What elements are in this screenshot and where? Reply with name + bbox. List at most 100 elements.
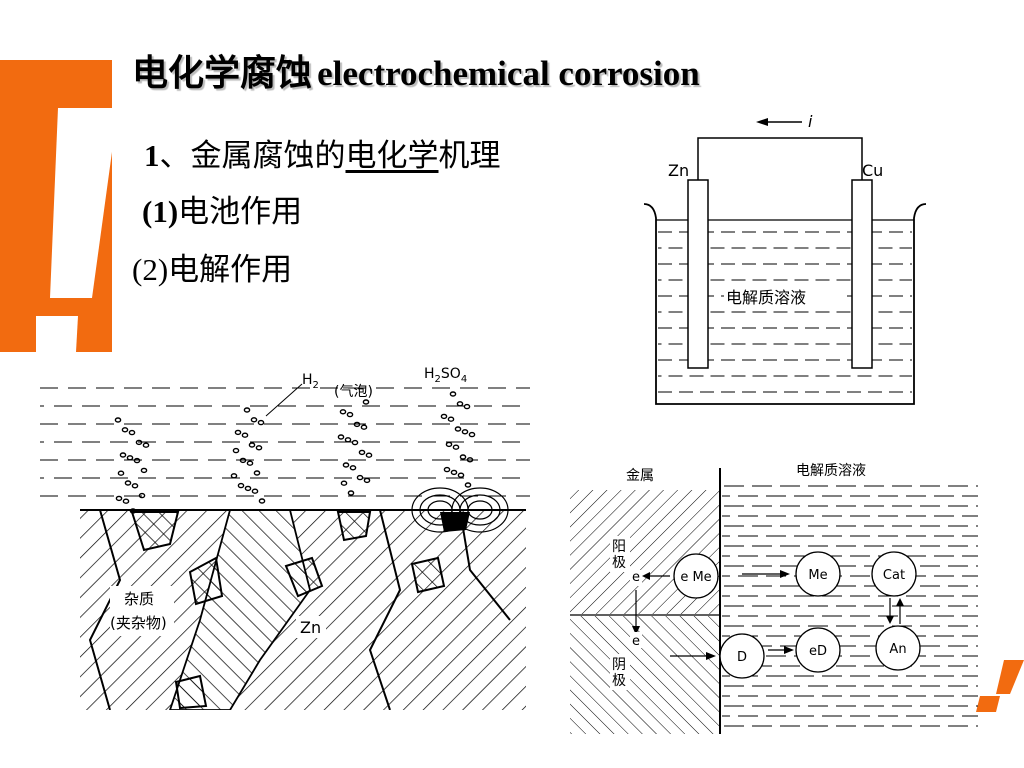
bubble	[115, 495, 123, 502]
subpoint-1-number: (1)	[142, 194, 179, 229]
impurity-inclusion	[130, 511, 180, 552]
electron-bottom-label: e	[632, 634, 640, 649]
arrow-an-up-head	[896, 598, 904, 606]
bubble	[232, 447, 240, 454]
bubble	[114, 417, 122, 423]
electron-arrow-down-head	[632, 626, 640, 635]
bubble	[349, 465, 357, 471]
bubble	[443, 466, 451, 473]
bubble	[230, 473, 238, 479]
bubble	[466, 457, 474, 463]
zn-metal-label: Zn	[300, 618, 321, 637]
electron-bottom-label-bg	[630, 632, 642, 648]
subpoint-1: (1)电池作用	[142, 186, 302, 231]
impurity-label-bg	[110, 586, 174, 636]
hydrogen-bubbles	[114, 391, 476, 514]
impurity-inclusion	[336, 511, 372, 542]
bubble	[452, 444, 460, 450]
arrow-to-ed-head	[784, 646, 794, 654]
bubble	[243, 407, 251, 413]
point-1-number: 1	[144, 138, 160, 173]
zn-label-bg	[296, 616, 326, 638]
exclamation-dot-cutout	[36, 316, 78, 352]
external-wire	[697, 137, 863, 180]
cathode-label-2: 极	[612, 673, 626, 689]
bubble	[468, 431, 476, 438]
circle-me-label: Me	[808, 568, 827, 583]
zinc-corrosion-diagram: H2 (气泡) H2SO4 杂质 (夹杂物) Zn	[40, 366, 530, 710]
bubble	[456, 401, 464, 407]
bubble	[121, 427, 129, 433]
small-exclamation-dot	[976, 696, 1000, 712]
bubble	[239, 457, 247, 464]
bubble	[126, 455, 134, 461]
cathode-label-1: 阴	[612, 657, 626, 673]
bubble	[358, 449, 366, 456]
metal-label: 金属	[626, 468, 654, 484]
local-cell-rings	[411, 487, 509, 533]
bubble	[463, 403, 471, 410]
bubble	[464, 482, 472, 488]
solution-label: 电解质溶液	[796, 463, 866, 479]
bubble	[337, 434, 345, 440]
bubble	[250, 417, 258, 423]
circle-an	[875, 625, 921, 671]
metal-label-bg	[622, 464, 662, 486]
galvanic-cell-diagram: i Zn Cu 电解质溶液	[643, 112, 927, 405]
bubble	[122, 498, 130, 504]
title-chinese: 电化学腐蚀	[132, 53, 313, 94]
impurity-label: 杂质	[124, 590, 154, 608]
circle-d	[719, 633, 765, 679]
bubble	[461, 429, 469, 435]
bubble	[241, 432, 249, 438]
circle-ed-label: eD	[809, 644, 827, 659]
bubble	[140, 467, 148, 474]
bubble	[351, 439, 359, 446]
bubble	[365, 452, 373, 458]
impurity-inclusion	[174, 674, 208, 710]
bubble	[117, 470, 125, 476]
exclamation-stem-cutout	[50, 108, 118, 298]
current-arrow-head	[756, 118, 768, 126]
circle-cat-label: Cat	[883, 568, 905, 583]
bubble	[234, 429, 242, 436]
inclusion-label: (夹杂物)	[110, 614, 167, 632]
bubble	[363, 477, 371, 484]
bubble	[450, 469, 458, 476]
arrow-cat-down-head	[886, 616, 894, 624]
cu-electrode	[851, 179, 873, 369]
anode-label-2: 极	[612, 555, 626, 571]
electron-top-label: e	[632, 570, 640, 585]
point-1-post-text: 机理	[438, 138, 501, 174]
solution-label-bg	[724, 284, 840, 310]
subpoint-2-number: (2)	[132, 252, 169, 287]
zn-electrode-label: Zn	[668, 161, 689, 180]
point-1-pre-text: 、金属腐蚀的	[159, 138, 346, 174]
bubble	[251, 488, 259, 494]
subpoint-2-text: 电解作用	[168, 252, 293, 288]
subpoint-1-text: 电池作用	[178, 194, 303, 230]
h2so4-label: H2SO4	[424, 366, 467, 385]
bubble	[248, 442, 256, 448]
bubble	[440, 413, 448, 420]
electron-arrow-left-head	[642, 572, 650, 580]
circle-d-label: D	[737, 650, 747, 665]
bubble	[445, 441, 453, 448]
circle-eme	[673, 553, 719, 599]
electrolyte-dashes	[722, 485, 978, 727]
bubble	[131, 483, 139, 489]
circle-me	[795, 551, 841, 597]
acid-dashes	[40, 387, 530, 497]
current-label: i	[808, 112, 813, 131]
bubble	[360, 424, 368, 430]
bubble	[449, 391, 457, 397]
small-exclamation-stem	[996, 660, 1024, 694]
bubble	[447, 416, 455, 422]
bubble	[253, 470, 261, 476]
bubble	[244, 485, 252, 492]
zn-electrode	[687, 179, 709, 369]
electron-label-bg	[630, 570, 642, 586]
title-english: electrochemical corrosion	[317, 54, 700, 93]
bubble	[454, 426, 462, 432]
